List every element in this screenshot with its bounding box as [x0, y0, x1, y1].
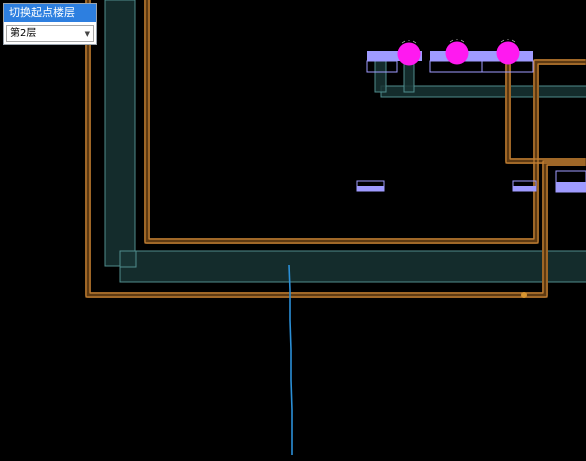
equipment-bar-left-outline	[366, 60, 398, 73]
pipe-layer	[85, 0, 586, 298]
pipe-node[interactable]	[521, 292, 527, 298]
pipe-branch	[505, 59, 586, 164]
floor-select-value: 第2层	[10, 28, 37, 39]
equipment-unit-edge-fill	[556, 182, 586, 192]
route-path-line	[288, 264, 293, 455]
fan-icon	[496, 41, 520, 65]
equipment-layer	[356, 51, 586, 193]
pipe-inner-edge-a	[144, 0, 586, 244]
duct-junction	[119, 250, 137, 268]
pipe-branch-edge-a	[505, 59, 586, 164]
fan-layer	[397, 39, 520, 66]
pipe-branch-edge-b	[509, 63, 586, 160]
fan-icon	[397, 42, 421, 66]
equipment-bar-left	[367, 51, 422, 61]
chevron-down-icon[interactable]: ▼	[84, 30, 90, 38]
pipe-outer-edge-b	[89, 0, 586, 294]
fan-icon	[445, 41, 469, 65]
floor-select[interactable]: 第2层 ▼	[6, 25, 94, 42]
pipe-inner-edge-b	[148, 0, 586, 240]
duct-horizontal-bottom	[119, 250, 586, 283]
floor-switch-panel: 切换起点楼层 第2层 ▼	[3, 3, 97, 45]
pipe-inner	[144, 0, 586, 244]
equipment-unit-mid-fill	[357, 186, 384, 191]
floor-panel-body: 第2层 ▼	[4, 22, 96, 44]
equipment-unit-right-fill	[513, 186, 536, 191]
floor-panel-title: 切换起点楼层	[4, 4, 96, 22]
pipe-outer-edge-a	[85, 0, 586, 298]
equipment-bar-right	[430, 51, 533, 61]
duct-vertical-left	[104, 0, 136, 267]
